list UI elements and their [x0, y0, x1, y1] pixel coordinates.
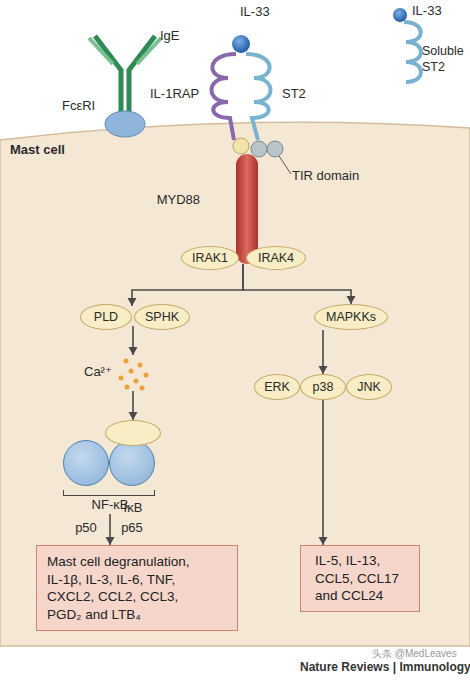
label-text: IgE — [160, 28, 180, 43]
node-text: IRAK1 — [192, 251, 228, 265]
il1rap-chain — [212, 54, 237, 140]
calcium-dot — [119, 376, 124, 381]
label-text: Nature Reviews | Immunology — [300, 660, 470, 674]
complex-group: NF-κBIκBp50p65 — [60, 418, 160, 514]
connector-line — [243, 264, 351, 304]
protein-oval: IRAK1 — [181, 246, 239, 270]
connector-line — [322, 330, 324, 374]
leader-line — [279, 156, 291, 174]
mast-cell-body — [0, 122, 470, 646]
outcome-box: Mast cell degranulation, IL-1β, IL-3, IL… — [36, 545, 238, 631]
connector-line — [109, 514, 111, 545]
calcium-dot — [138, 363, 143, 368]
arrowhead — [347, 296, 356, 304]
label-text: FcεRI — [62, 98, 95, 113]
connector-line — [132, 264, 243, 306]
arrowhead — [128, 298, 137, 306]
calcium-dot — [125, 385, 130, 390]
node-text: SPHK — [145, 310, 179, 324]
calcium-dot — [129, 369, 134, 374]
protein-oval: ERK — [254, 374, 300, 400]
connector-line — [132, 326, 134, 355]
connector — [319, 330, 328, 374]
tir-domain — [233, 138, 249, 154]
bracket — [63, 490, 155, 496]
node-text: p65 — [110, 520, 154, 535]
node-text: IL-5, IL-13, CCL5, CCL17 and CCL24 — [315, 553, 399, 603]
label-text: Mast cell — [10, 142, 65, 157]
node-text: Mast cell degranulation, IL-1β, IL-3, IL… — [47, 554, 190, 622]
node-text: p50 — [64, 520, 108, 535]
fceri-receptor — [105, 111, 145, 137]
label-text: 头条 @MedLeaves — [372, 647, 457, 661]
label-text: IL-33 — [240, 4, 270, 19]
protein-oval: IκB — [105, 420, 161, 446]
subunit-circle: p50 — [63, 440, 109, 486]
node-text: p38 — [313, 380, 334, 394]
calcium-dot — [144, 373, 149, 378]
adaptor-protein: MYD88 — [236, 154, 258, 264]
label-text: Soluble ST2 — [422, 44, 468, 75]
protein-oval: MAPKKs — [314, 304, 388, 330]
st2-chain — [246, 54, 271, 140]
ige-light-chain — [137, 38, 161, 64]
connector-line — [322, 400, 324, 545]
label-text: IL-1RAP — [150, 86, 199, 101]
node-text: MAPKKs — [326, 310, 376, 324]
label-text: ST2 — [282, 86, 306, 101]
protein-oval: IRAK4 — [246, 246, 306, 270]
arrowhead — [129, 412, 138, 420]
ige-light-chain — [89, 38, 113, 64]
il33-ligand — [232, 35, 250, 53]
node-text: MYD88 — [157, 192, 200, 207]
connector-line — [132, 391, 134, 420]
calcium-ions — [119, 359, 149, 391]
node-text: IRAK4 — [258, 251, 294, 265]
il33-ligand — [393, 8, 407, 22]
label-text: IL-33 — [412, 3, 442, 18]
label-text: TIR domain — [292, 168, 359, 183]
protein-oval: p38 — [300, 374, 346, 400]
protein-oval: JNK — [346, 374, 392, 400]
arrowhead — [129, 347, 138, 355]
connector — [243, 264, 356, 304]
connector — [128, 264, 244, 306]
label-text: Ca²⁺ — [84, 364, 112, 379]
tir-domain — [251, 141, 267, 157]
node-text: PLD — [94, 310, 118, 324]
arrowhead — [319, 537, 328, 545]
tir-domain — [267, 141, 283, 157]
calcium-dot — [134, 379, 139, 384]
node-text: NF-κB — [60, 497, 160, 512]
outcome-box: IL-5, IL-13, CCL5, CCL17 and CCL24 — [300, 545, 420, 612]
protein-oval: SPHK — [134, 304, 190, 330]
arrowhead — [106, 537, 115, 545]
soluble-st2-chain — [404, 22, 421, 82]
connector — [106, 514, 115, 545]
connector — [319, 400, 328, 545]
arrowhead — [319, 366, 328, 374]
connector — [129, 326, 138, 420]
protein-oval: PLD — [80, 304, 132, 330]
subunit-circle: p65 — [109, 440, 155, 486]
node-text: IκB — [106, 500, 160, 515]
calcium-dot — [140, 386, 145, 391]
node-text: JNK — [357, 380, 381, 394]
node-text: ERK — [264, 380, 290, 394]
calcium-dot — [124, 359, 129, 364]
